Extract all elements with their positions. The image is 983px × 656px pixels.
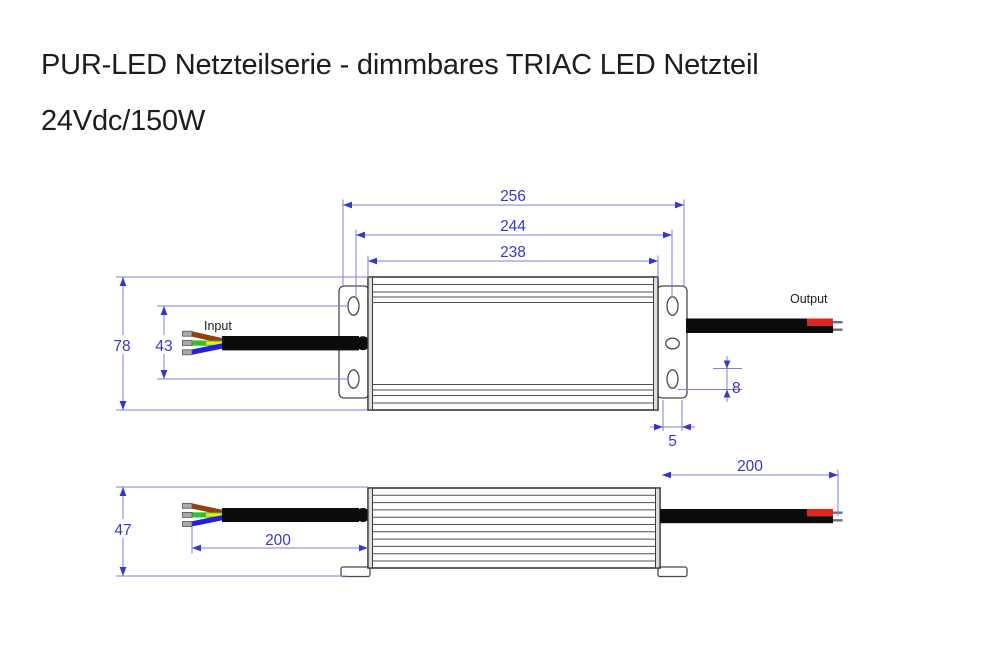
cable-jacket	[222, 336, 359, 351]
body-fins	[372, 494, 656, 562]
wire-ferrule	[182, 349, 193, 356]
dim-label-78: 78	[113, 338, 130, 355]
wire-red	[807, 509, 833, 517]
mounting-slot	[666, 369, 679, 389]
wire-ferrule	[182, 330, 193, 337]
output-cable-side	[660, 509, 843, 524]
dim-label-43: 43	[155, 338, 172, 355]
cable-gland	[356, 336, 370, 351]
dim-slot-width: 5	[650, 400, 695, 450]
wire-blue	[190, 514, 227, 527]
dim-hole-spacing-length: 244	[355, 218, 673, 297]
dim-output-cable-length: 200	[662, 458, 839, 516]
cable-jacket	[660, 509, 807, 524]
output-label: Output	[790, 292, 828, 306]
top-view-body	[367, 276, 659, 411]
dim-label-256: 256	[500, 188, 526, 205]
mounting-slot	[666, 296, 679, 316]
cable-jacket	[686, 318, 807, 333]
wire-brown	[190, 503, 227, 516]
dim-hole-spacing-height: 43	[146, 305, 348, 380]
page-title-line2: 24Vdc/150W	[41, 105, 206, 137]
gland-hole	[665, 337, 680, 350]
dim-body-length: 238	[367, 244, 659, 278]
wire-blue	[190, 342, 227, 355]
dim-input-cable-length: 200	[191, 526, 368, 554]
wire-ferrule	[182, 340, 193, 346]
cable-gland	[356, 508, 370, 522]
dim-label-200-input: 200	[265, 532, 291, 549]
mounting-slot	[347, 296, 360, 316]
wire-red	[807, 318, 833, 326]
dim-label-238: 238	[500, 244, 526, 261]
wire-ferrule	[182, 512, 193, 518]
dim-label-47: 47	[114, 522, 131, 539]
dim-overall-height: 47	[104, 486, 368, 577]
dim-label-244: 244	[500, 218, 526, 235]
input-label: Input	[204, 319, 232, 333]
wire-black	[807, 325, 833, 333]
cable-jacket	[222, 508, 359, 522]
side-view-left-foot	[340, 566, 371, 578]
top-view-right-bracket	[656, 285, 688, 399]
dim-slot-height: 8	[678, 356, 742, 402]
dim-bracket-height: 78	[104, 276, 367, 411]
dim-overall-length: 256	[342, 188, 685, 287]
mounting-slot	[347, 369, 360, 389]
wire-ferrule	[182, 521, 193, 527]
input-cable-side	[182, 502, 370, 527]
dim-label-200-output: 200	[737, 458, 763, 475]
body-fins	[372, 284, 654, 404]
wire-black	[807, 516, 833, 524]
wire-ferrule	[182, 502, 193, 509]
dim-label-5: 5	[668, 433, 677, 450]
output-cable-top	[686, 318, 843, 333]
dim-label-8: 8	[732, 380, 741, 397]
side-view-body	[367, 487, 661, 569]
input-cable-top	[182, 330, 370, 356]
page-title-line1: PUR-LED Netzteilserie - dimmbares TRIAC …	[41, 49, 759, 81]
wire-brown	[190, 331, 227, 345]
side-view-right-foot	[657, 566, 688, 578]
